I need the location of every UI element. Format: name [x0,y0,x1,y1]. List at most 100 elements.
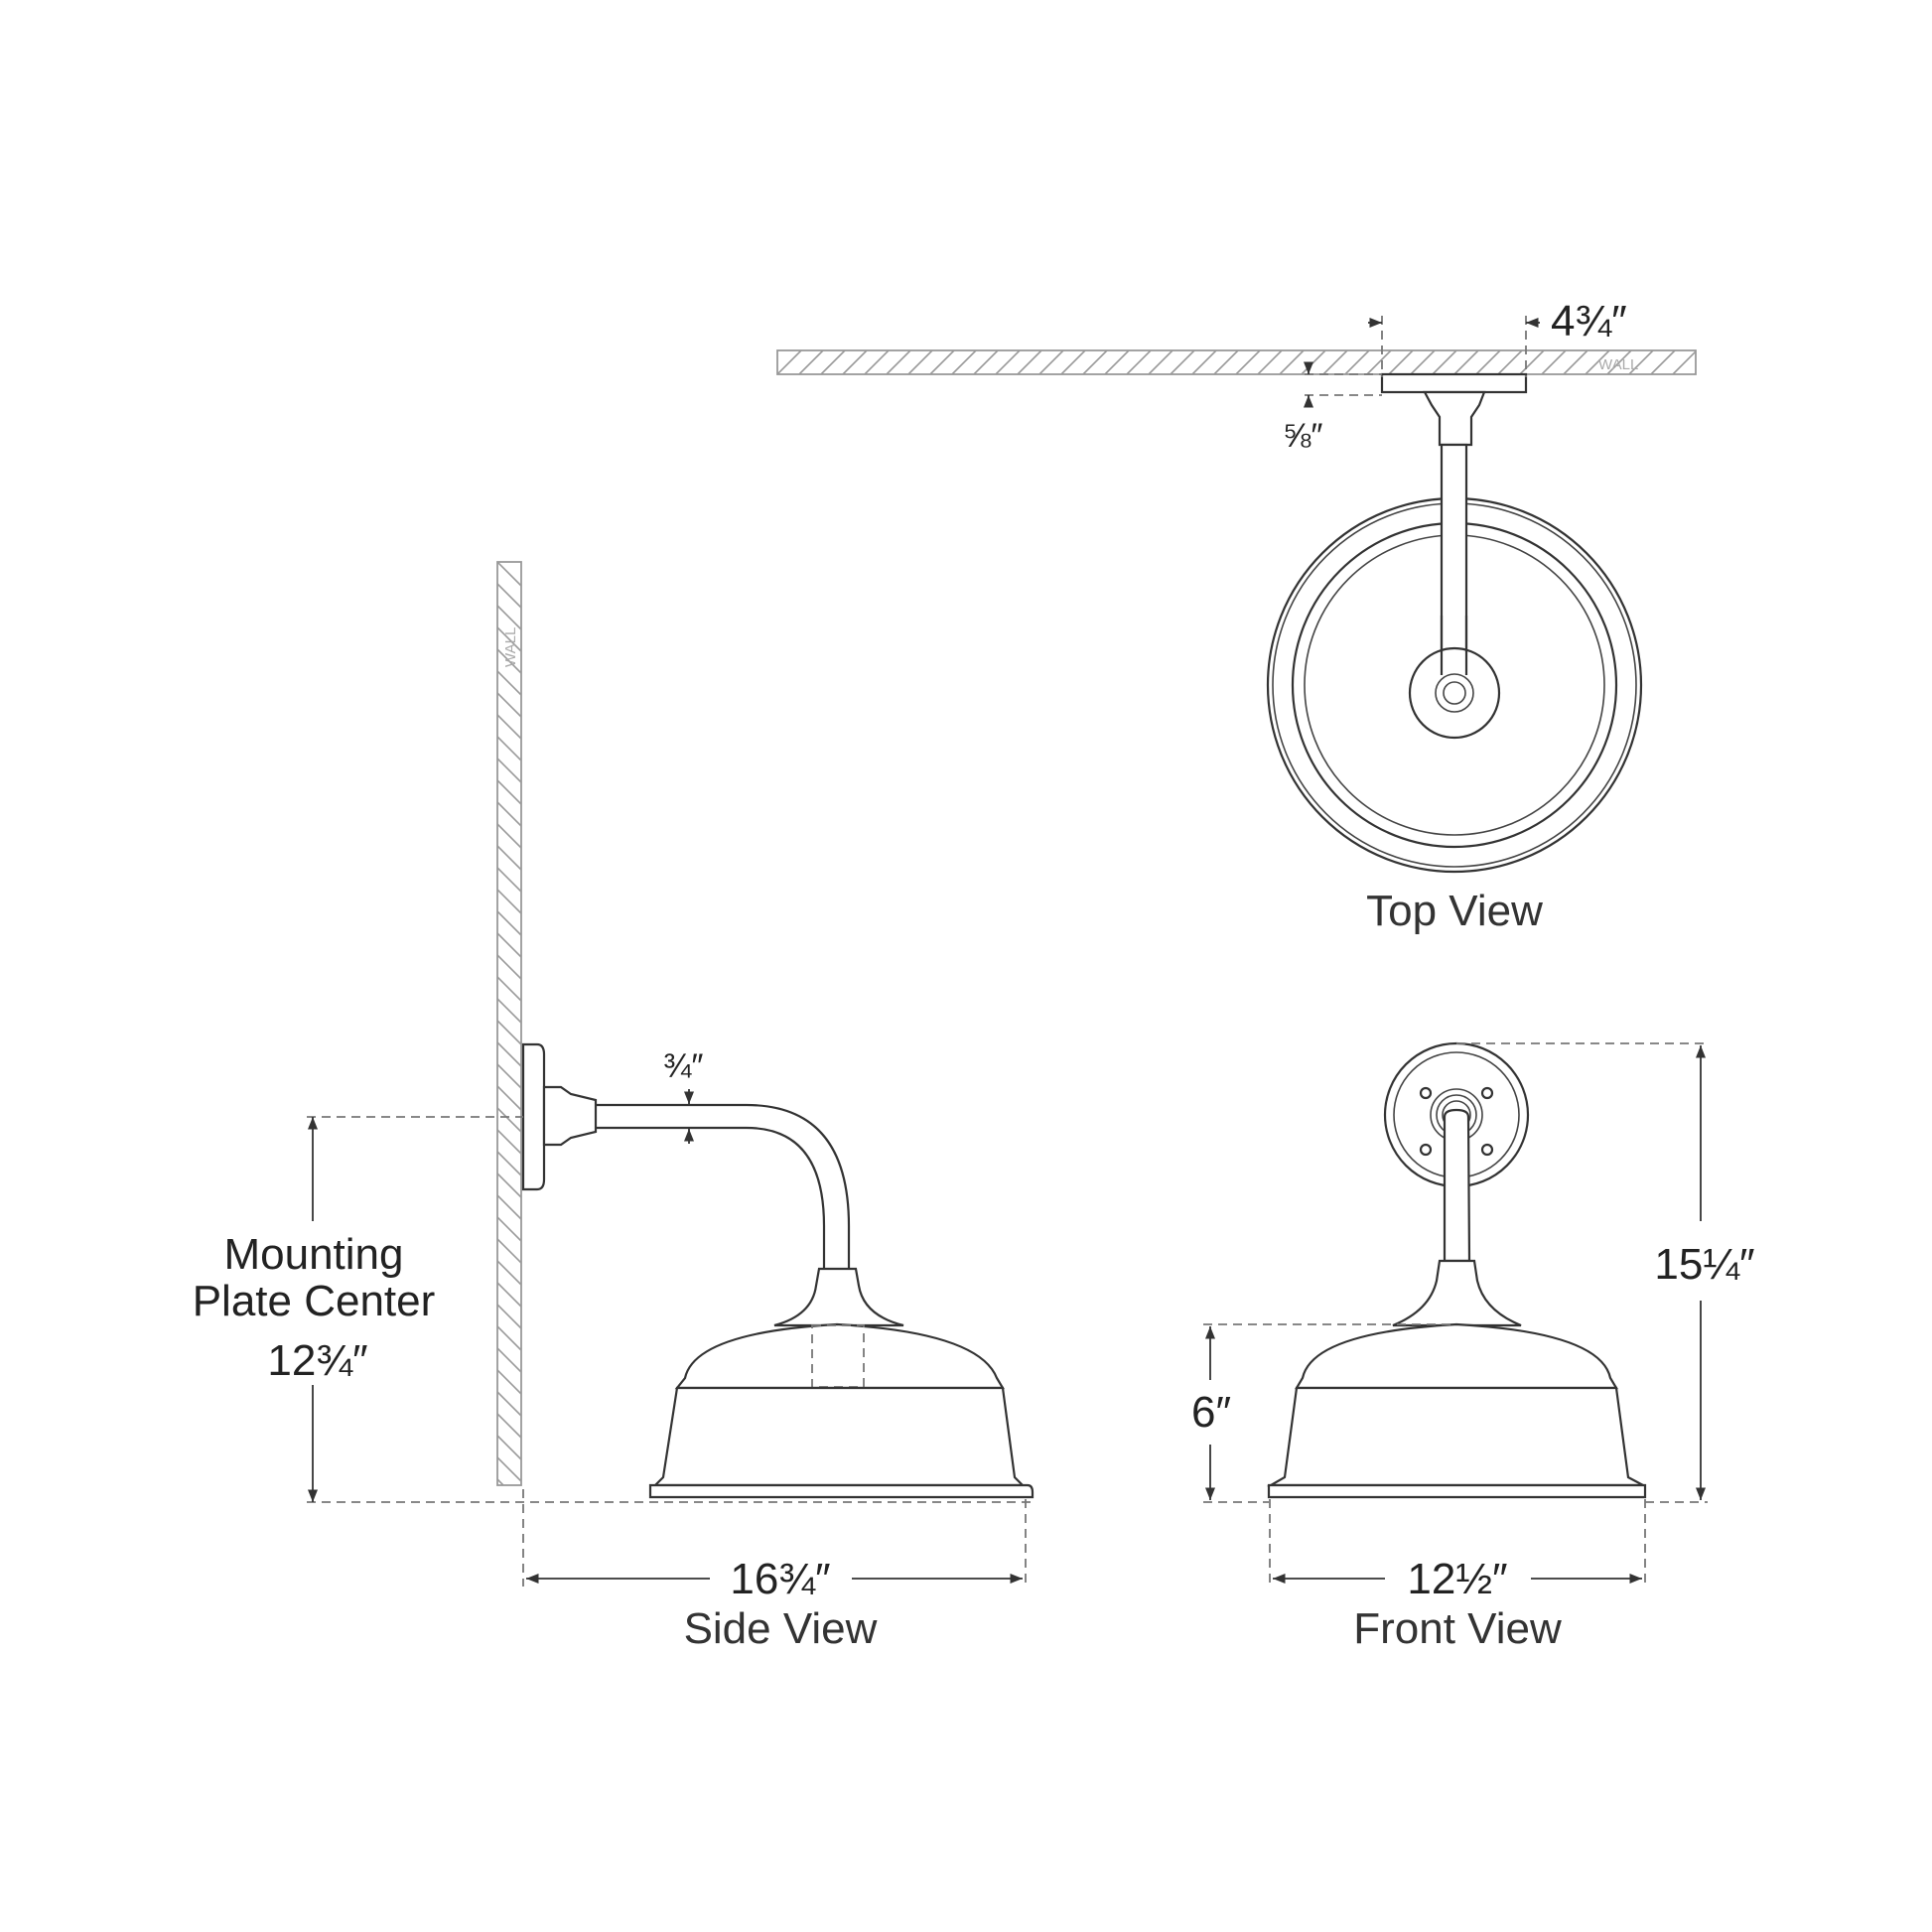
wall-hatch-line [907,350,933,374]
screw-icon [1480,1086,1494,1100]
wall-hatch-line [1606,350,1632,374]
side-arm [596,1103,851,1269]
front-dim-width-label: 12½″ [1407,1555,1507,1603]
front-arm [1443,1108,1471,1263]
wall-hatch-line [1410,350,1436,374]
wall-hatch-line [497,736,521,761]
wall-hatch-line [1257,350,1283,374]
wall-hatch-line [497,1063,521,1089]
wall-hatch-line [1126,350,1152,374]
wall-hatch-line [497,1194,521,1220]
top-dim-depth-label: ⅝″ [1283,417,1322,455]
side-shade-dome [674,1322,1005,1390]
top-fitter [1423,390,1486,447]
wall-hatch-line [1694,371,1696,374]
wall-hatch-line [1170,350,1195,374]
wall-hatch-line [951,350,977,374]
wall-hatch-line [497,692,521,718]
side-dim-width-label: 16¾″ [730,1555,830,1603]
wall-hatch-line [1060,350,1086,374]
side-shade-rim [648,1483,1035,1499]
wall-hatch-line [1366,350,1392,374]
front-view-title: Front View [1353,1604,1562,1653]
wall-hatch-line [497,867,521,893]
front-dim-width: 12½″ [1269,1499,1646,1603]
screw-icon [1419,1086,1433,1100]
wall-hatch-line [497,1325,521,1351]
top-arm [1440,443,1468,675]
wall-hatch-line [1038,350,1064,374]
wall-hatch-line [497,1413,521,1439]
wall-hatch-line [995,350,1021,374]
wall-hatch-line [497,954,521,980]
wall-hatch-line [497,1151,521,1176]
wall-hatch-line [497,1129,521,1155]
wall-hatch-line [1017,350,1042,374]
front-dim-shade-height-label: 6″ [1191,1388,1231,1437]
wall-hatch-line [1082,350,1108,374]
side-shade-body [652,1386,1026,1487]
wall-hatch-line [497,910,521,936]
screw-icon [1480,1143,1494,1157]
wall-hatch-line [842,350,868,374]
wall-hatch-line [1585,350,1610,374]
wall-hatch-line [497,714,521,740]
wall-hatch-line [886,350,911,374]
wall-hatch-line [497,801,521,827]
front-dim-total-height-label: 15¼″ [1654,1240,1754,1289]
top-dim-width: 4¾″ [1368,297,1627,377]
screw-icon [1419,1143,1433,1157]
wall-hatch-line [1563,350,1588,374]
side-view-title: Side View [684,1604,878,1653]
wall-hatch-line [497,1347,521,1373]
wall-hatch-line [497,889,521,914]
top-dim-width-label: 4¾″ [1551,297,1627,345]
top-view-wall: WALL [776,349,1740,375]
wall-hatch-line [497,1020,521,1045]
top-backplate [1380,372,1528,394]
wall-hatch-line [497,1085,521,1111]
wall-hatch-line [1104,350,1130,374]
top-dim-depth: ⅝″ [1283,361,1382,455]
wall-hatch-line [798,350,824,374]
wall-hatch-line [497,779,521,805]
wall-hatch-line [497,845,521,871]
wall-hatch-line [497,998,521,1024]
side-dim-arm-label: ¾″ [663,1047,703,1085]
side-dim-arm: ¾″ [663,1047,703,1144]
wall-hatch-line [1650,350,1676,374]
wall-hatch-line [497,583,521,609]
wall-hatch-line [497,1173,521,1198]
wall-hatch-line [497,1456,521,1482]
wall-hatch-line [1279,350,1305,374]
wall-hatch-line [497,1216,521,1242]
wall-hatch-line [1388,350,1414,374]
wall-hatch-line [497,1304,521,1329]
wall-hatch-line [1453,350,1479,374]
wall-hatch-line [1475,350,1501,374]
wall-hatch-line [1519,350,1545,374]
front-dim-total-height: 15¼″ [1456,1042,1755,1503]
side-view: WALL ¾″ Mounting Plate Center [193,561,1035,1653]
side-dim-mounting: Mounting Plate Center 12¾″ [193,1116,1033,1503]
top-view: WALL 4¾″ ⅝″ [776,297,1740,935]
wall-hatch-line [497,1238,521,1264]
side-fitter [542,1085,598,1147]
wall-hatch-line [1672,350,1696,374]
wall-hatch-line [1717,350,1740,374]
mounting-dim-label: 12¾″ [267,1336,367,1385]
front-shade-dome [1295,1322,1618,1390]
top-view-title: Top View [1366,887,1543,935]
wall-label-top: WALL [1598,356,1638,373]
wall-hatch-line [1235,350,1261,374]
wall-label-side: WALL [502,627,519,667]
wall-hatch-line [1301,350,1326,374]
wall-hatch-line [1432,350,1457,374]
wall-hatch-line [1541,350,1567,374]
wall-hatch-line [497,1435,521,1460]
front-dim-shade-height: 6″ [1191,1323,1456,1503]
side-backplate [521,1042,546,1191]
wall-hatch-line [973,350,999,374]
wall-hatch-line [864,350,890,374]
